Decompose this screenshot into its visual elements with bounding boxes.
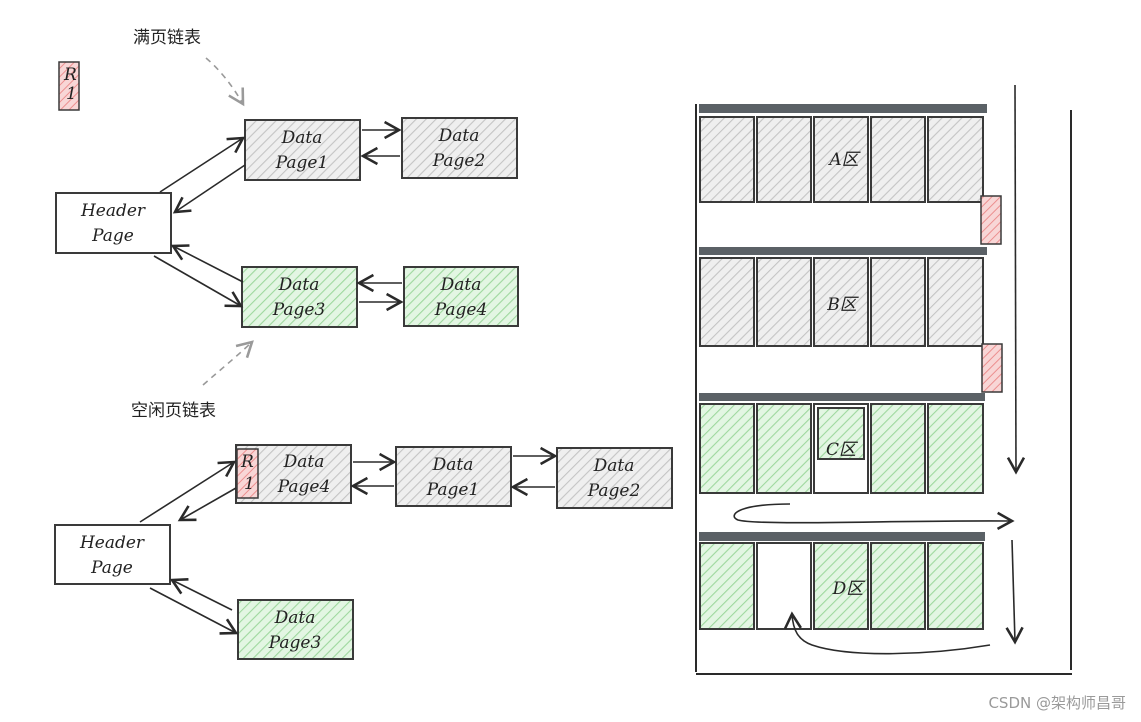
area-d-page xyxy=(927,542,984,630)
arrow-header-to-page3 xyxy=(153,255,244,308)
data-page1-bottom-line1: Data xyxy=(432,455,474,475)
area-b-bar xyxy=(699,247,987,255)
data-page4-top-line1: Data xyxy=(440,275,482,295)
header-page-top-line2: Page xyxy=(91,226,134,246)
loop-arrow xyxy=(733,503,1015,530)
area-d-page xyxy=(870,542,926,630)
area-b-page xyxy=(813,257,869,347)
data-page1-top-line1: Data xyxy=(281,128,323,148)
scan-down-arrow-lower xyxy=(1005,539,1024,645)
area-c-page xyxy=(756,403,812,494)
arrow-header-to-page1 xyxy=(159,136,246,193)
return-arrow xyxy=(783,611,991,655)
data-page3-top-line2: Page3 xyxy=(272,300,326,320)
legend-marker-r1 xyxy=(58,61,80,111)
data-page3-top-line1: Data xyxy=(278,275,320,295)
legend-marker-1: 1 xyxy=(66,84,77,104)
data-page3-bottom-line2: Page3 xyxy=(268,633,322,653)
data-page1-top-line2: Page1 xyxy=(275,153,329,173)
header-page-bottom xyxy=(54,524,171,585)
data-page2-bottom-line2: Page2 xyxy=(587,481,641,501)
arrow-page4-to-header xyxy=(177,487,237,522)
data-page2-top xyxy=(401,117,518,179)
arrow-page1-to-header xyxy=(172,164,246,214)
top-diagram: 满页链表 R 1 Header Page Data Page1 Data Pag… xyxy=(55,28,519,421)
area-b-page xyxy=(756,257,812,347)
area-c-bar xyxy=(699,393,985,401)
free-page-list-label: 空闲页链表 xyxy=(131,401,216,421)
area-c: C区 xyxy=(699,393,985,494)
area-b-page xyxy=(870,257,926,347)
header-page-bottom-line2: Page xyxy=(90,558,133,578)
data-page4-bottom-line2: Page4 xyxy=(277,477,331,497)
area-d-label: D区 xyxy=(832,579,867,599)
arrow-header-to-page4 xyxy=(139,460,237,523)
data-page4-top-line2: Page4 xyxy=(434,300,488,320)
full-page-list-label: 满页链表 xyxy=(133,28,201,48)
area-c-page xyxy=(870,403,926,494)
area-c-page xyxy=(699,403,755,494)
area-b-page xyxy=(927,257,984,347)
scan-down-arrow-upper xyxy=(1006,84,1026,475)
data-page3-top xyxy=(241,266,358,328)
area-d: D区 xyxy=(699,532,985,630)
area-d-bar xyxy=(699,532,985,541)
bottom-diagram: Header Page R 1 Data Page4 Data Page1 Da… xyxy=(54,444,673,660)
area-a-page xyxy=(699,116,755,203)
area-a-page xyxy=(870,116,926,203)
area-a-bar xyxy=(699,104,987,113)
page4-r1-marker-r: R xyxy=(240,452,254,472)
area-a: A区 xyxy=(699,104,1002,245)
watermark: CSDN @架构师昌哥 xyxy=(988,694,1126,712)
full-list-pointer-arrow xyxy=(205,57,245,107)
area-a-page xyxy=(927,116,984,203)
area-a-label: A区 xyxy=(827,150,861,170)
area-b: B区 xyxy=(699,247,1003,393)
arrow-page3-to-header xyxy=(170,244,244,283)
data-page4-top xyxy=(403,266,519,327)
arrow-page3-to-header xyxy=(169,578,233,611)
data-page2-top-line1: Data xyxy=(438,126,480,146)
data-page2-bottom xyxy=(556,447,673,509)
data-page2-top-line2: Page2 xyxy=(432,151,486,171)
free-list-pointer-arrow xyxy=(202,340,254,386)
page4-r1-marker xyxy=(236,448,259,499)
area-b-page xyxy=(699,257,755,347)
area-c-label: C区 xyxy=(826,440,859,460)
area-b-r1-marker xyxy=(981,343,1003,393)
area-b-label: B区 xyxy=(826,295,859,315)
area-d-page xyxy=(813,542,869,630)
area-a-page xyxy=(756,116,812,203)
data-page1-top xyxy=(244,119,361,181)
area-a-r1-marker xyxy=(980,195,1002,245)
legend-marker-r: R xyxy=(63,65,77,85)
area-d-page xyxy=(699,542,755,630)
area-d-empty-slot xyxy=(756,542,812,630)
area-c-partial-page xyxy=(817,407,865,460)
header-page-top xyxy=(55,192,172,254)
data-page2-bottom-line1: Data xyxy=(593,456,635,476)
area-a-page xyxy=(813,116,869,203)
storage-areas-diagram: A区 B区 C区 xyxy=(695,84,1072,675)
page4-r1-marker-1: 1 xyxy=(244,474,255,494)
header-page-bottom-line1: Header xyxy=(79,533,145,553)
arrow-header-to-page3 xyxy=(149,587,239,635)
header-page-top-line1: Header xyxy=(80,201,146,221)
data-page1-bottom xyxy=(395,446,512,507)
data-page4-bottom-line1: Data xyxy=(283,452,325,472)
data-page3-bottom-line1: Data xyxy=(274,608,316,628)
data-page1-bottom-line2: Page1 xyxy=(426,480,480,500)
area-c-page xyxy=(927,403,984,494)
